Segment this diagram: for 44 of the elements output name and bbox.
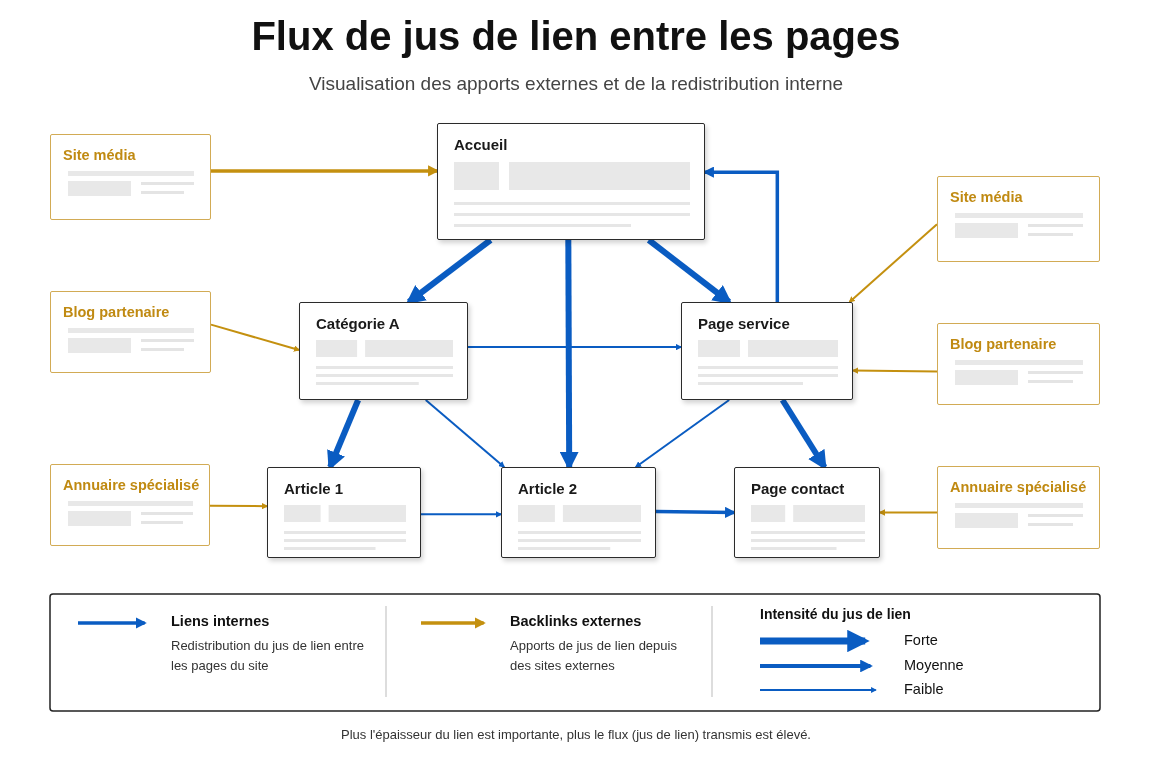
card-title: Annuaire spécialisé: [63, 477, 200, 493]
arrow: [424, 399, 506, 468]
page-card: [267, 467, 421, 558]
page-card: [299, 302, 468, 400]
subtitle: Visualisation des apports externes et de la redistribution interne: [307, 72, 845, 96]
card-title: Accueil: [454, 136, 508, 153]
arrow: [634, 399, 731, 468]
external-site-card: [937, 176, 1100, 262]
card-title: Annuaire spécialisé: [950, 479, 1087, 495]
external-site-card: [937, 323, 1100, 405]
arrow: [851, 367, 938, 374]
legend-label: Liens internes: [171, 613, 270, 629]
card-title: Blog partenaire: [950, 336, 1057, 352]
arrow: [878, 509, 938, 516]
external-site-card: [50, 134, 211, 220]
legend-label: Faible: [904, 681, 944, 697]
page-card: [681, 302, 853, 400]
page-card: [501, 467, 656, 558]
legend-heading: Intensité du jus de lien: [760, 605, 912, 624]
arrow: [467, 343, 683, 351]
legend-label: Moyenne: [904, 657, 964, 673]
card-title: Page contact: [751, 480, 845, 497]
arrow: [420, 511, 503, 518]
external-site-card: [50, 291, 211, 373]
card-title: Article 1: [284, 480, 344, 497]
legend-description: Redistribution du jus de lien entre les pages du site: [171, 637, 365, 675]
external-site-card: [937, 466, 1100, 549]
arrow: [209, 502, 269, 510]
legend-description: Apports de jus de lien depuis des sites externes: [510, 637, 678, 675]
card-title: Page service: [698, 315, 790, 332]
legend-label: Forte: [904, 632, 938, 648]
legend-label: Backlinks externes: [510, 613, 642, 629]
page-card: [437, 123, 705, 240]
card-title: Blog partenaire: [63, 304, 170, 320]
page-card: [734, 467, 880, 558]
external-site-card: [50, 464, 210, 546]
card-title: Site média: [63, 147, 136, 163]
card-title: Catégorie A: [316, 315, 400, 332]
arrow: [848, 223, 938, 303]
card-title: Article 2: [518, 480, 578, 497]
caption: Plus l'épaisseur du lien est importante, plus le flux (jus de lien) transmis est élevé.: [340, 727, 812, 742]
card-title: Site média: [950, 189, 1023, 205]
arrow: [210, 323, 301, 352]
diagram-title: Flux de jus de lien entre les pages: [250, 14, 902, 59]
